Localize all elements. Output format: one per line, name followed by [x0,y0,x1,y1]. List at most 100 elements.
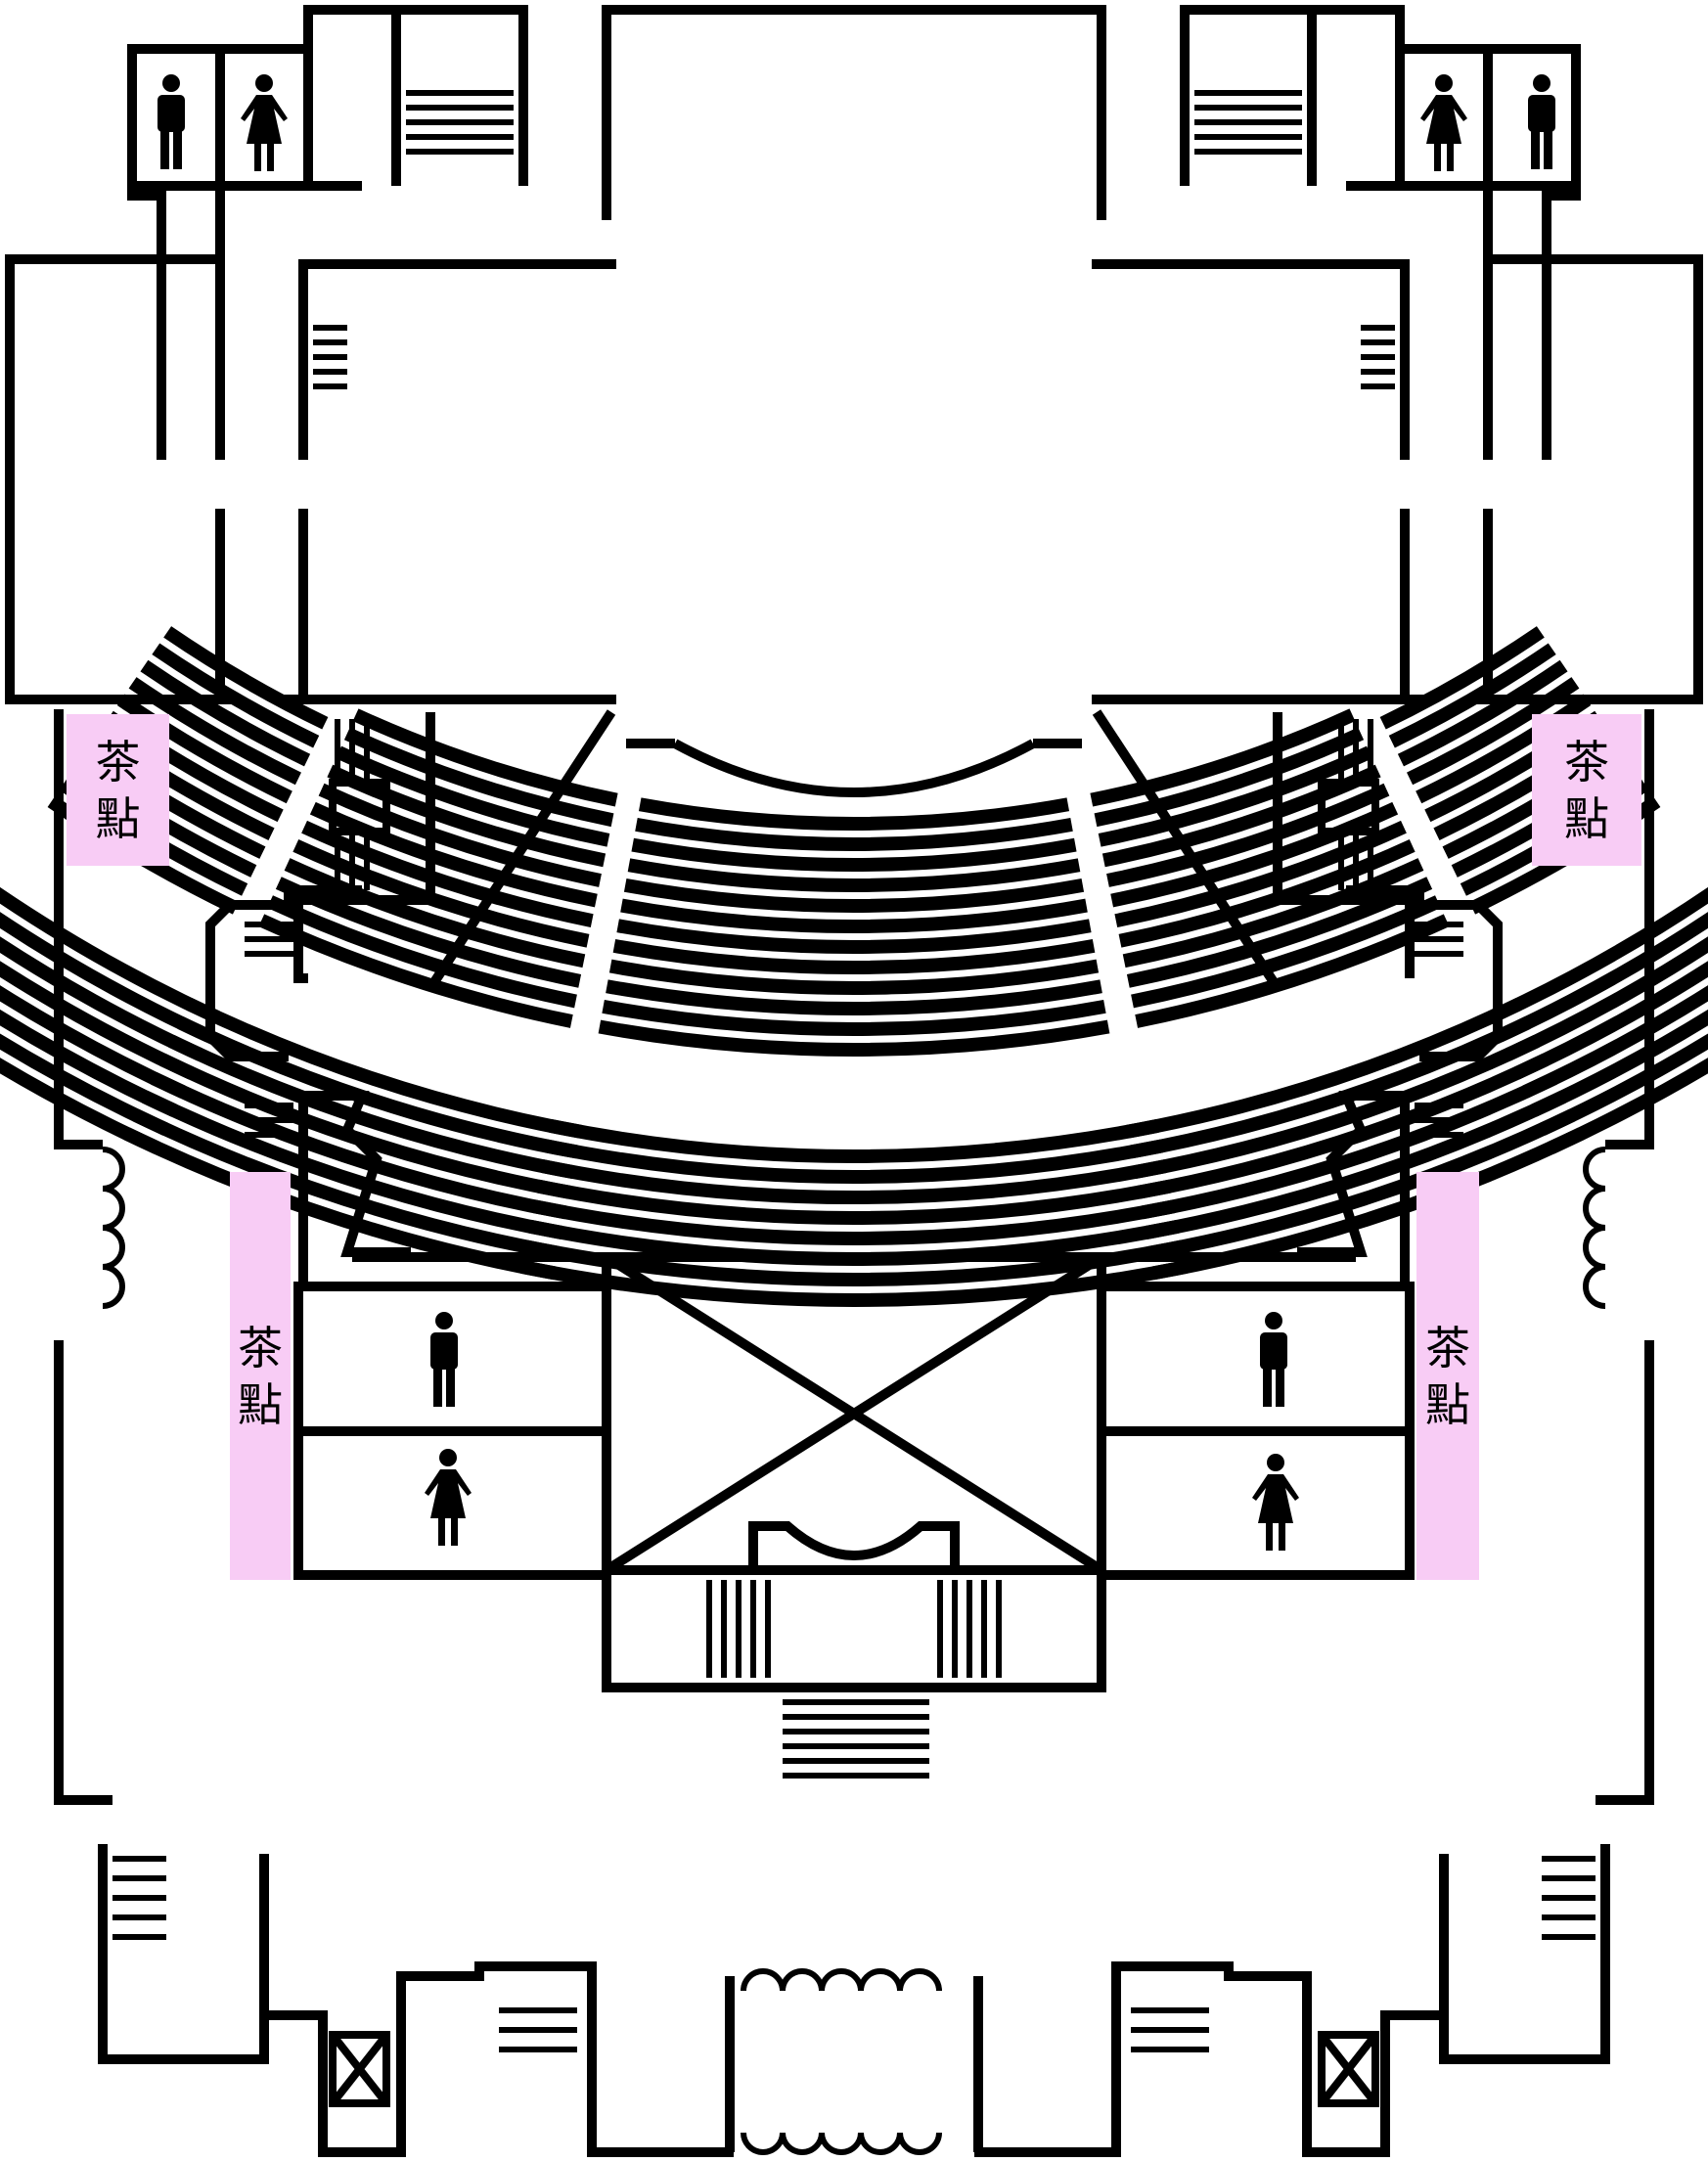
seat-row [549,1119,1159,1164]
seat-row [141,1090,563,1239]
tea-area-mid-left: 茶 點 [230,1172,291,1580]
seat-row [520,1260,1188,1307]
bottom-lobby [98,1844,1610,2157]
seat-row [524,1239,1184,1286]
seat-row [532,1199,1176,1245]
seat-row [258,914,573,1028]
seat-row [1151,1127,1585,1281]
left-restroom-block [293,1282,611,1580]
seat-row [1110,801,1399,908]
seat-row [163,626,329,730]
seat-row [1106,783,1390,887]
seat-row [540,1159,1168,1204]
seat-row [1126,877,1433,988]
seat-row [608,959,1100,996]
auditorium-walls [54,709,1654,1805]
seat-row [1122,858,1424,968]
seat-row [1548,1057,1708,1154]
seat-row [267,895,577,1009]
seat-row [1531,1009,1708,1117]
stairs-icon [112,90,1596,2052]
tea-label-top: 茶 [95,735,141,788]
seat-row [606,979,1102,1015]
seat-row [1114,820,1407,927]
seat-row [631,837,1077,872]
seat-row [318,783,602,887]
seat-row [352,708,618,807]
seat-row [168,1035,575,1179]
seat-row [1131,895,1441,1009]
seat-row [343,727,614,828]
seat-row [1133,1035,1540,1179]
seat-row [620,898,1088,933]
seat-row [0,1009,177,1117]
seat-row [301,820,594,927]
seat-row [0,1033,169,1136]
tea-label-bottom: 點 [1425,1377,1470,1431]
seat-row [177,1016,578,1159]
tea-label-top: 茶 [1564,735,1609,788]
left-top-wing [5,5,528,704]
seat-row [186,998,582,1139]
seat-row [140,659,311,767]
seat-row [128,677,301,786]
seat-row [638,797,1070,831]
seat-row [1522,985,1708,1099]
seat-row [1397,659,1568,767]
seat-row [327,764,607,868]
seat-row [0,912,212,1043]
seat-row [151,1071,567,1220]
seat-row [1130,1016,1531,1159]
seat-row [545,1139,1163,1184]
seat-row [1145,1090,1567,1239]
seat-row [1505,936,1708,1061]
seat-row [1126,998,1522,1139]
seat-row [0,985,186,1099]
seat-row [0,886,220,1024]
seat-row [536,1179,1172,1226]
tea-label-top: 茶 [1425,1321,1470,1374]
tea-label-bottom: 點 [95,791,141,845]
seat-row [1094,727,1365,828]
seat-row [1496,912,1708,1043]
tea-area-top-right: 茶 點 [1532,714,1641,866]
seat-row [152,643,320,748]
seat-row [0,1057,160,1154]
seat-row [292,839,590,948]
seat-row [598,1019,1110,1057]
seat-row [1539,1033,1708,1136]
tea-label-top: 茶 [238,1321,283,1374]
seat-row [635,818,1073,851]
center-front [602,1521,1106,1692]
seat-row [132,1108,561,1260]
seat-row [275,877,582,988]
seat-row [627,858,1081,892]
seat-row [159,1053,571,1199]
seat-row [1137,1053,1549,1199]
seat-row [123,1127,557,1281]
tea-area-top-left: 茶 點 [67,714,169,866]
seat-row [1513,961,1708,1080]
seat-row [528,1219,1180,1266]
tea-area-mid-right: 茶 點 [1416,1172,1479,1580]
seat-row [1141,1071,1557,1220]
seat-row [1379,626,1545,730]
seat-row [1098,745,1372,847]
tea-label-bottom: 點 [238,1377,283,1431]
seat-row [602,999,1106,1037]
seat-row [1488,886,1708,1024]
seat-row [1388,643,1556,748]
seat-row [0,936,203,1061]
tea-label-bottom: 點 [1564,791,1609,845]
seat-row [623,878,1085,913]
seat-row [309,801,598,908]
seat-row [1147,1108,1576,1260]
seat-row [336,745,610,847]
seat-row [1135,914,1450,1028]
seat-row [1407,677,1580,786]
seat-row [1090,708,1356,807]
seat-row [284,858,586,968]
seat-row [616,919,1092,955]
seat-row [0,961,195,1080]
